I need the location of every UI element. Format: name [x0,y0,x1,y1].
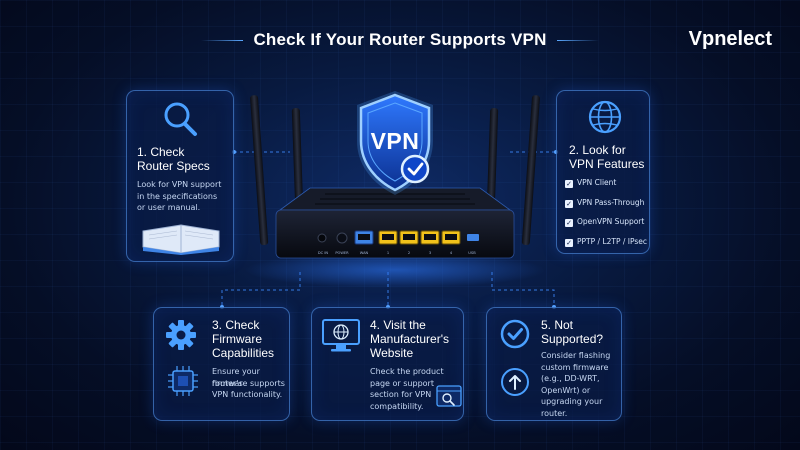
card-router-specs: 1. Check Router Specs Look for VPN suppo… [126,90,234,262]
port-label-lan-2: 2 [407,251,411,255]
card-not-supported-desc-6: router. [541,408,568,418]
card-not-supported-desc-4: OpenWrt) or [541,385,591,395]
header: Check If Your Router Supports VPN [0,30,800,50]
shield-label: VPN [370,128,420,154]
dc-in-port [317,233,327,243]
card-router-specs-desc-1: Look for VPN support [137,180,222,189]
vpn-shield-icon [357,91,433,195]
gear-icon [166,320,196,350]
brand-logo: Vpnelect [688,28,772,50]
card-firmware-desc-2: firmware supports [212,378,285,388]
checkbox-checked-icon: ✓ [565,180,573,188]
card-router-specs-desc-2: in the specifications [137,191,218,201]
router-illustration [245,95,545,288]
card-firmware-title-3: Capabilities [212,346,275,360]
card-manufacturer-title-3: Website [370,346,414,360]
card-not-supported: 5. Not Supported? Consider flashing cust… [486,307,622,421]
browser-search-icon [436,385,462,407]
checkbox-checked-icon: ✓ [565,238,573,247]
card-not-supported-title-2: Supported? [541,332,604,346]
port-label-lan-3: 3 [428,251,432,255]
card-firmware: 3. Check Firmware Capabilities Ensure yo… [153,307,290,421]
card-not-supported-title-1: 5. Not [541,318,574,332]
globe-icon [588,100,622,134]
port-label-power: POWER [335,251,349,255]
card-firmware-desc-1: Ensure your router's [212,367,260,388]
card-not-supported-desc-5: upgrading your [541,397,603,406]
card-manufacturer-title-1: 4. Visit the [370,318,426,332]
card-manufacturer-title-2: Manufacturer's [370,332,449,346]
antenna-right-outer [521,95,540,246]
checkbox-checked-icon: ✓ [565,219,573,227]
port-label-usb: USB [468,251,476,255]
card-not-supported-desc-2: custom firmware [541,362,609,372]
card-manufacturer-desc-2: page or support [370,378,434,388]
feature-item: ✓OpenVPN Support [565,217,645,227]
card-manufacturer-desc-3: section for VPN [370,390,432,399]
shield-check-badge [400,154,430,184]
card-router-specs-title-2: Router Specs [137,159,210,173]
card-firmware-title-1: 3. Check [212,318,260,332]
card-firmware-title-2: Firmware [212,332,262,346]
port-label-lan-1: 1 [386,251,390,255]
vpn-feature-list: ✓VPN Client ✓VPN Pass-Through ✓OpenVPN S… [565,177,647,255]
card-router-specs-desc-3: or user manual. [137,203,201,212]
feature-item: ✓VPN Client [565,178,617,188]
magnifier-icon [164,102,197,136]
manual-book-icon [142,224,220,255]
page-title: Check If Your Router Supports VPN [201,30,599,49]
feature-item: ✓PPTP / L2TP / IPsec [565,236,648,247]
card-router-specs-title-1: 1. Check [137,145,185,159]
antenna-left-outer [250,95,269,246]
checkbox-checked-icon: ✓ [565,199,573,208]
feature-item: ✓VPN Pass-Through [565,197,645,208]
usb-port [467,234,479,241]
card-not-supported-desc-3: (e.g., DD-WRT, [541,374,600,383]
port-label-dc-in: DC IN [317,251,329,255]
power-button [336,232,348,244]
card-not-supported-desc-1: Consider flashing [541,351,611,360]
card-vpn-features-title-2: VPN Features [569,157,645,171]
card-vpn-features-title-1: 2. Look for [569,143,626,157]
check-circle-icon [500,319,530,349]
card-manufacturer: 4. Visit the Manufacturer's Website Chec… [311,307,464,421]
card-firmware-desc-3: VPN functionality. [212,390,283,399]
card-manufacturer-desc-4: compatibility. [370,401,424,411]
port-label-wan: WAN [359,251,369,255]
chip-icon [168,366,198,396]
port-label-lan-4: 4 [449,251,453,255]
card-manufacturer-desc-1: Check the product [370,367,444,376]
monitor-globe-icon [322,319,360,352]
card-vpn-features: 2. Look for VPN Features ✓VPN Client ✓VP… [556,90,650,254]
upgrade-arrow-icon [501,368,529,396]
